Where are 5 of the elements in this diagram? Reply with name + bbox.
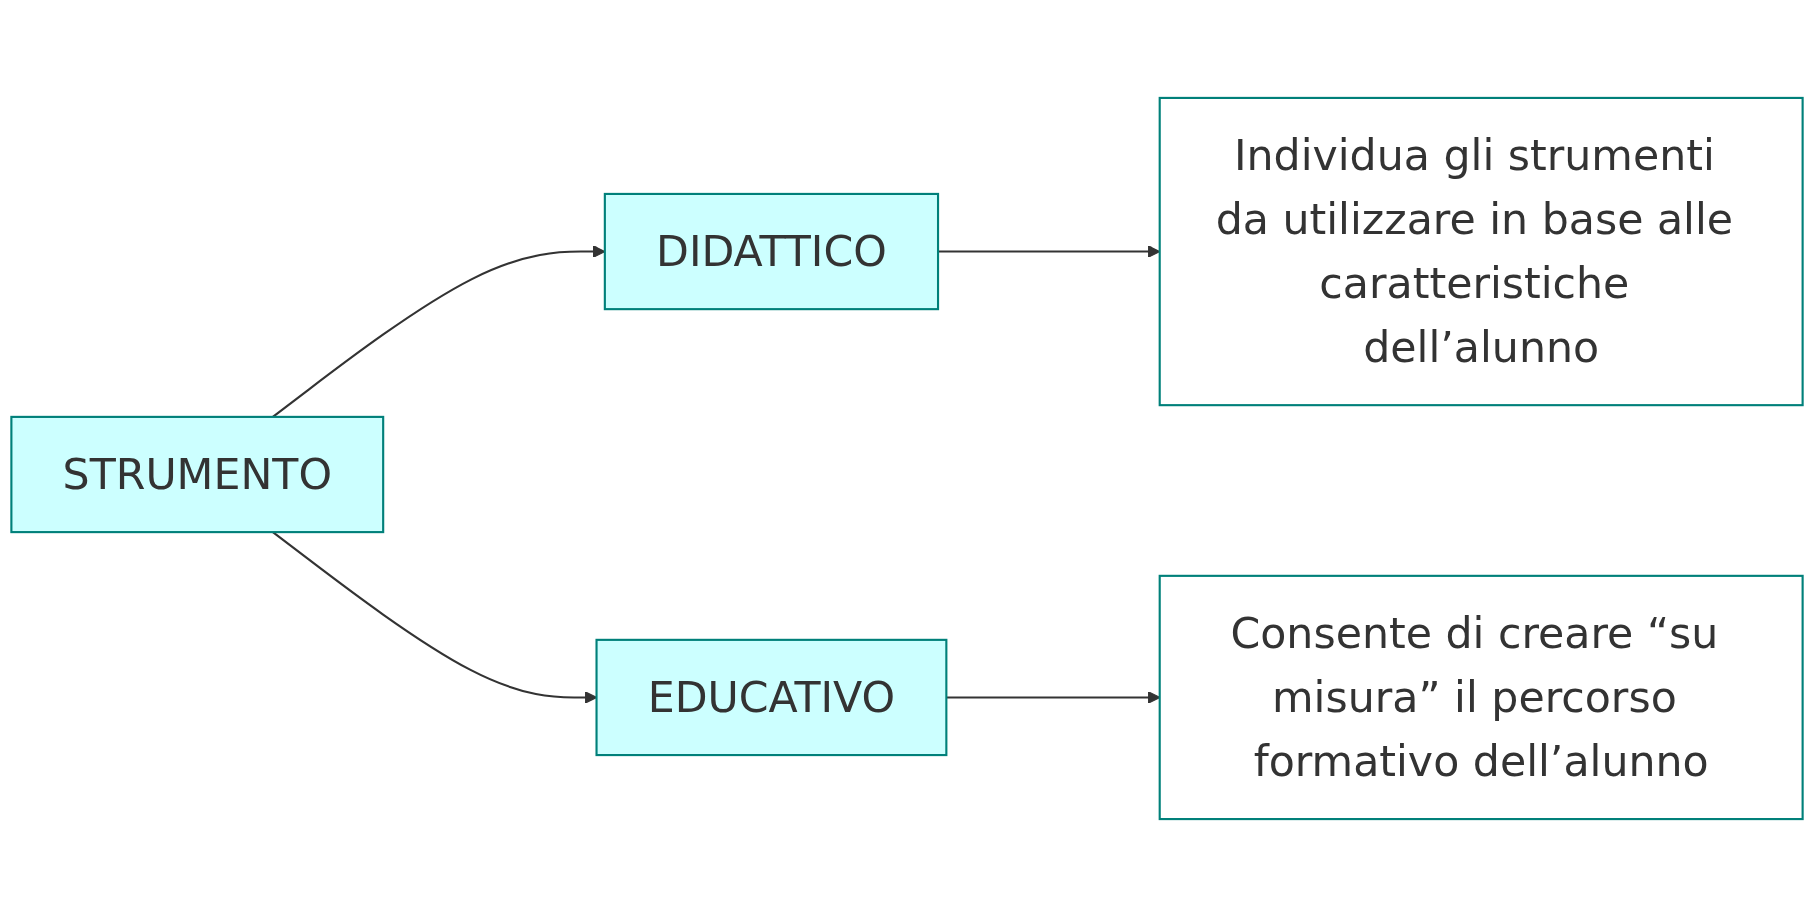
node-box: Individua gli strumenti da utilizzare in base alle caratteristiche dell’alunno: [1158, 96, 1804, 407]
node-box: STRUMENTO: [10, 415, 385, 534]
node-box: DIDATTICO: [603, 192, 940, 311]
node-box: EDUCATIVO: [595, 638, 948, 757]
node-box: Consente di creare “su misura” il percorso formativo dell’alunno: [1158, 574, 1804, 821]
